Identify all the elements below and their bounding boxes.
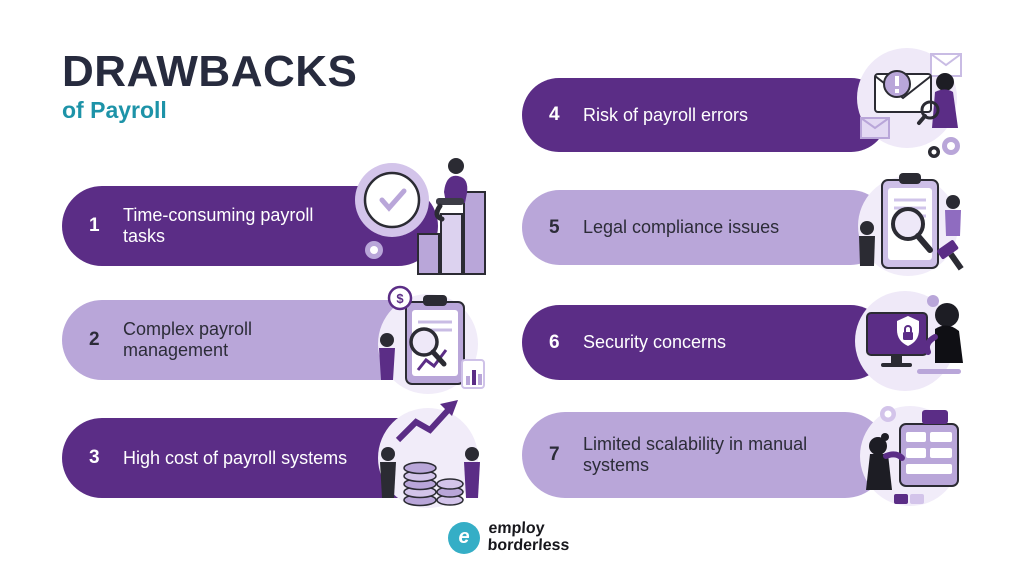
drawback-item-7: 7 Limited scalability in manual systems	[522, 412, 888, 498]
page-title: DRAWBACKS	[62, 47, 358, 96]
page-subtitle: of Payroll	[62, 97, 167, 123]
drawback-item-5: 5 Legal compliance issues	[522, 190, 888, 265]
brand-footer: e employ borderless	[448, 520, 571, 555]
item-label: Limited scalability in manual systems	[583, 434, 808, 475]
item-number: 4	[549, 104, 560, 125]
item-number: 3	[89, 447, 100, 468]
drawback-item-2: 2 Complex payroll management	[62, 300, 438, 380]
item-number: 6	[549, 331, 560, 353]
drawback-item-4: 4 Risk of payroll errors	[522, 78, 888, 152]
item-number: 2	[89, 329, 100, 350]
brand-name: employ borderless	[487, 520, 571, 555]
drawback-item-1: 1 Time-consuming payroll tasks	[62, 186, 438, 266]
item-label: Risk of payroll errors	[583, 104, 749, 125]
item-label: Time-consuming payroll tasks	[123, 205, 314, 246]
brand-line-top: employ	[488, 520, 545, 537]
item-number: 1	[89, 215, 100, 236]
employ-borderless-logo-icon: e	[448, 521, 480, 554]
header: DRAWBACKS of Payroll	[62, 50, 357, 123]
item-label: Legal compliance issues	[583, 217, 780, 238]
item-label: Security concerns	[583, 332, 727, 353]
item-number: 5	[549, 216, 560, 238]
item-number: 7	[549, 444, 560, 465]
drawback-item-3: 3 High cost of payroll systems	[62, 418, 438, 498]
logo-letter: e	[458, 526, 470, 549]
drawback-item-6: 6 Security concerns	[522, 305, 888, 380]
item-label: Complex payroll management	[123, 319, 253, 360]
item-label: High cost of payroll systems	[123, 447, 348, 468]
brand-line-bottom: borderless	[487, 536, 570, 554]
